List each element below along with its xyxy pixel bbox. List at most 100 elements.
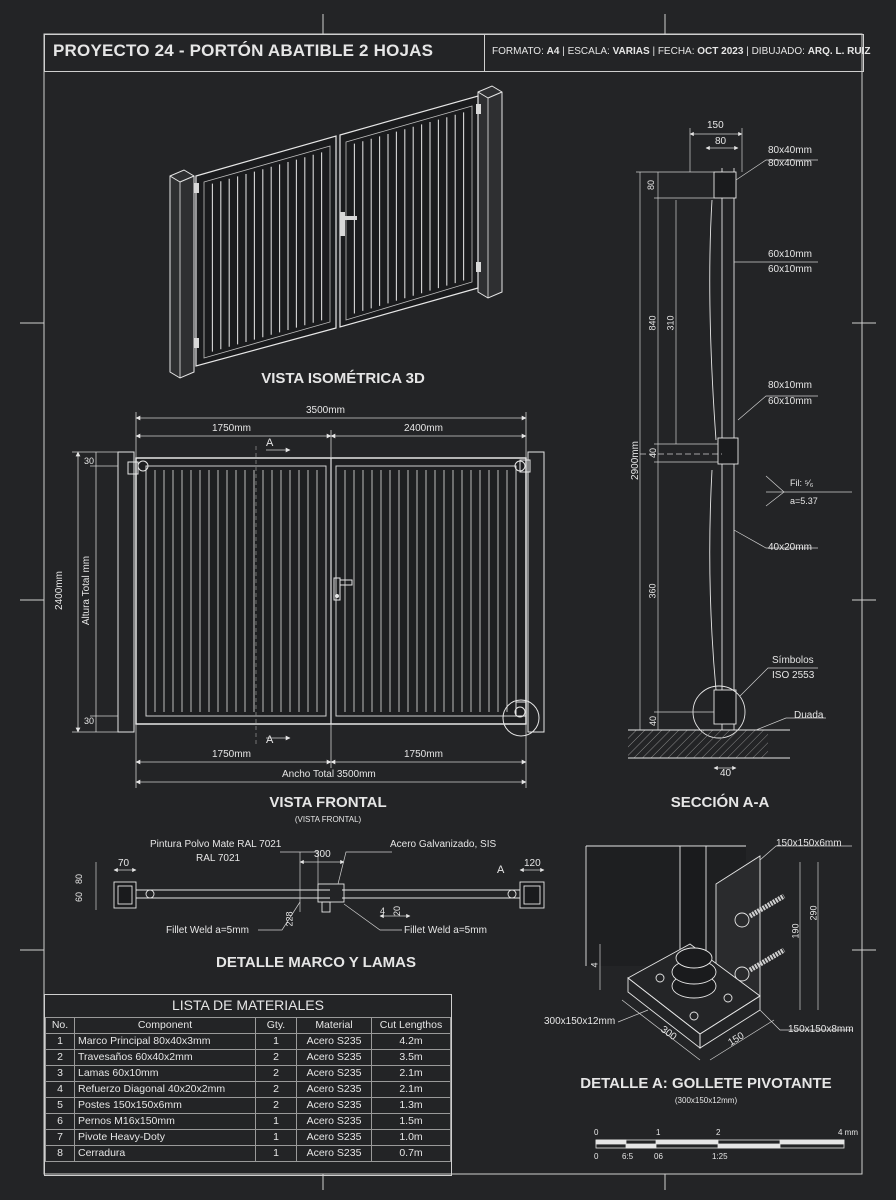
formato-label: FORMATO: — [492, 46, 544, 57]
sec-v80: 80 — [646, 179, 657, 191]
cell-component: Pivote Heavy-Doty — [74, 1129, 256, 1146]
cell-qty: 1 — [255, 1113, 297, 1130]
frame-detail-label: DETALLE MARCO Y LAMAS — [215, 954, 416, 971]
cell-material: Acero S235 — [296, 1097, 372, 1114]
fd-d120: 120 — [524, 858, 541, 869]
dim-height: 2400mm — [53, 571, 65, 610]
fd-paint2: RAL 7021 — [196, 853, 241, 864]
fd-d70: 70 — [118, 858, 130, 869]
cell-cut-length: 1.0m — [371, 1129, 451, 1146]
da-p2: 300x150x12mm — [544, 1016, 616, 1027]
dim-height-label: Altura Total mm — [81, 555, 93, 626]
materials-table: LISTA DE MATERIALES No. Component Gty. M… — [44, 994, 452, 1176]
fd-d80: 80 — [74, 873, 85, 885]
cell-component: Travesaños 60x40x2mm — [74, 1049, 256, 1066]
section-aa — [628, 128, 852, 771]
cell-qty: 2 — [255, 1097, 297, 1114]
sec-l5b: ISO 2553 — [772, 670, 815, 681]
dibujado-label: DIBUJADO: — [751, 46, 805, 57]
scale-top-2: 2 — [716, 1128, 721, 1137]
cell-cut-length: 2.1m — [371, 1065, 451, 1082]
fecha-label: FECHA: — [657, 46, 695, 57]
cell-no: 2 — [45, 1049, 75, 1066]
cut-marker-bottom: A — [266, 734, 274, 746]
scale-top-1: 1 — [656, 1128, 661, 1137]
cell-material: Acero S235 — [296, 1033, 372, 1050]
sec-w150: 150 — [707, 120, 724, 131]
cell-cut-length: 4.2m — [371, 1033, 451, 1050]
sec-w80: 80 — [715, 136, 727, 147]
materials-title: LISTA DE MATERIALES — [172, 997, 324, 1013]
cell-material: Acero S235 — [296, 1145, 372, 1162]
cell-cut-length: 3.5m — [371, 1049, 451, 1066]
formato-value: A4 — [546, 46, 560, 57]
da-d4: 4 — [589, 962, 600, 968]
cell-qty: 2 — [255, 1081, 297, 1098]
cell-component: Postes 150x150x6mm — [74, 1097, 256, 1114]
fd-cut: A — [497, 864, 505, 876]
sec-l3b: 60x10mm — [768, 396, 812, 407]
sec-h-total: 2900mm — [629, 441, 641, 480]
cell-material: Acero S235 — [296, 1113, 372, 1130]
frame-detail — [95, 851, 545, 931]
fd-weld-right: Fillet Weld a=5mm — [404, 925, 487, 936]
cell-material: Acero S235 — [296, 1049, 372, 1066]
cell-qty: 1 — [255, 1033, 297, 1050]
cell-cut-length: 2.1m — [371, 1081, 451, 1098]
da-p1: 150x150x6mm — [776, 838, 842, 849]
dim-left-top: 1750mm — [212, 423, 251, 434]
dim-top-small: 30 — [84, 456, 95, 466]
cell-qty: 2 — [255, 1049, 297, 1066]
cell-no: 5 — [45, 1097, 75, 1114]
fd-d20: 20 — [392, 905, 403, 917]
cell-material: Acero S235 — [296, 1065, 372, 1082]
cell-no: 6 — [45, 1113, 75, 1130]
scale-bottom-0: 0 — [594, 1152, 599, 1161]
fd-weld-left: Fillet Weld a=5mm — [166, 925, 249, 936]
cell-component: Pernos M16x150mm — [74, 1113, 256, 1130]
fd-paint1: Pintura Polvo Mate RAL 7021 — [150, 839, 282, 850]
cell-cut-length: 1.3m — [371, 1097, 451, 1114]
col-material: Material — [296, 1017, 372, 1034]
detail-a-label: DETALLE A: GOLLETE PIVOTANTE — [580, 1075, 832, 1092]
escala-label: ESCALA: — [567, 46, 610, 57]
dibujado-value: ARQ. L. RUIZ — [807, 46, 871, 57]
front-dimensions — [72, 412, 527, 788]
fd-d4: 4 — [380, 906, 386, 916]
sec-weld2: a=5.37 — [790, 496, 818, 506]
dim-total-bottom: Ancho Total 3500mm — [282, 769, 376, 780]
cell-material: Acero S235 — [296, 1129, 372, 1146]
cell-component: Cerradura — [74, 1145, 256, 1162]
sec-v40a: 40 — [648, 447, 659, 459]
isometric-gate — [169, 85, 503, 379]
sec-l5a: Símbolos — [772, 655, 814, 666]
sec-b40: 40 — [720, 768, 732, 779]
dim-left-bottom: 1750mm — [212, 749, 251, 760]
fd-steel: Acero Galvanizado, SIS — [390, 839, 497, 850]
cell-component: Refuerzo Diagonal 40x20x2mm — [74, 1081, 256, 1098]
fecha-value: OCT 2023 — [697, 46, 744, 57]
cell-material: Acero S235 — [296, 1081, 372, 1098]
cell-cut-length: 0.7m — [371, 1145, 451, 1162]
da-p3: 150x150x8mm — [788, 1024, 854, 1035]
col-qty: Gty. — [255, 1017, 297, 1034]
cell-no: 4 — [45, 1081, 75, 1098]
title-info: FORMATO: A4 | ESCALA: VARIAS | FECHA: OC… — [492, 46, 871, 57]
da-d290: 290 — [808, 905, 819, 921]
col-component: Component — [74, 1017, 256, 1034]
sec-ground: Duada — [794, 710, 824, 721]
cell-component: Lamas 60x10mm — [74, 1065, 256, 1082]
detail-a-sublabel: (300x150x12mm) — [674, 1096, 738, 1105]
scale-bottom-1: 6:5 — [622, 1152, 634, 1161]
cell-qty: 2 — [255, 1065, 297, 1082]
col-no: No. — [45, 1017, 75, 1034]
cell-component: Marco Principal 80x40x3mm — [74, 1033, 256, 1050]
materials-header-row: No. Component Gty. Material Cut Lengthos — [45, 1017, 451, 1034]
scale-bottom-2: 06 — [654, 1152, 663, 1161]
dim-right-bottom: 1750mm — [404, 749, 443, 760]
sec-l2b: 60x10mm — [768, 264, 812, 275]
